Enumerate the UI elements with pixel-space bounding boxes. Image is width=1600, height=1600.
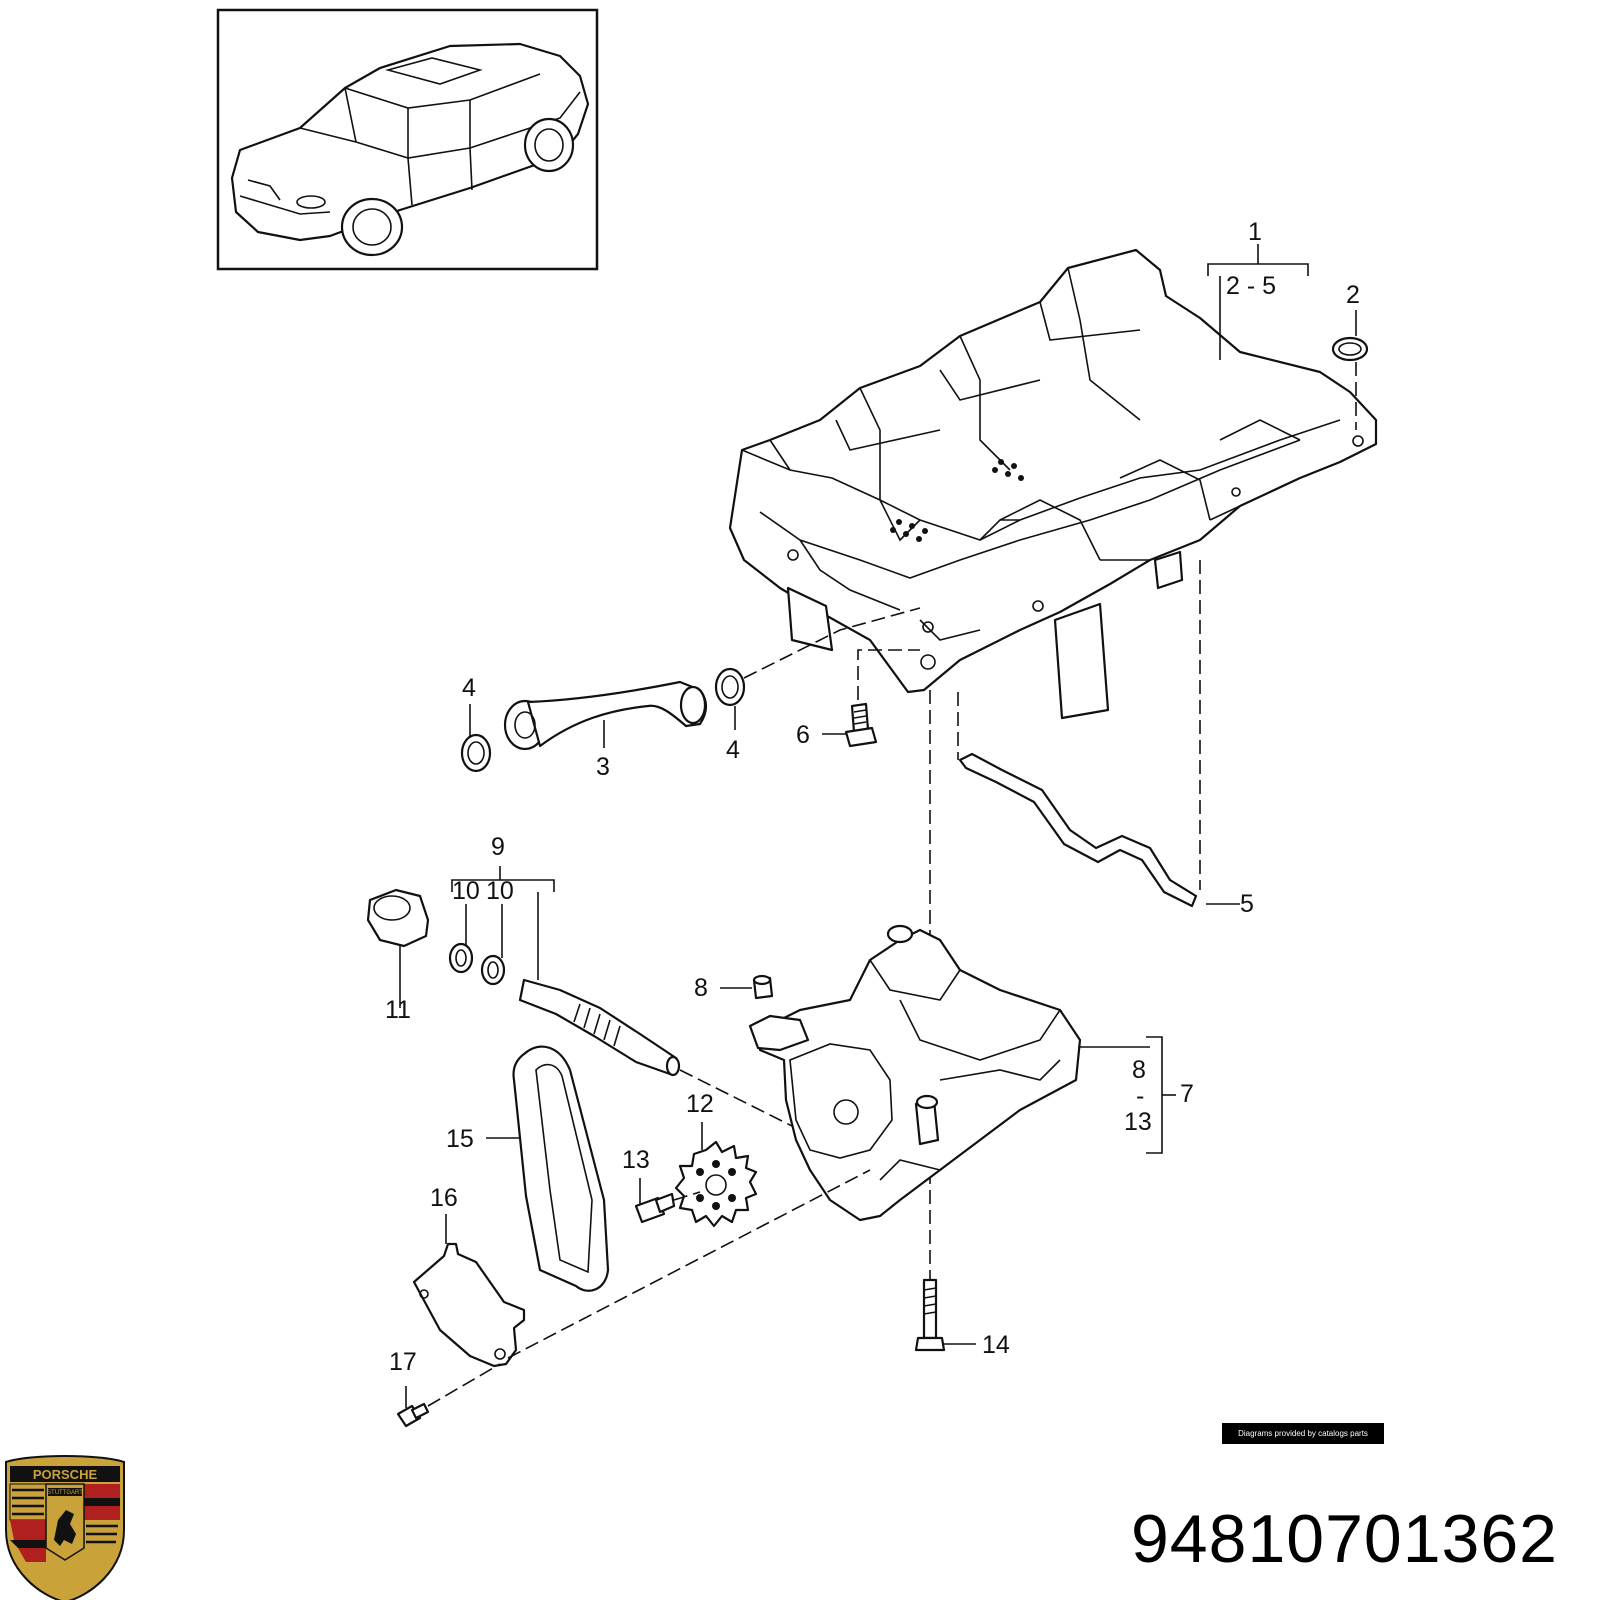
callout-2-5: 2 - 5: [1226, 272, 1276, 300]
callout-14: 14: [982, 1331, 1010, 1359]
callout-8-left: 8: [694, 974, 708, 1002]
bolt-part-13: [634, 1191, 701, 1224]
callout-10-right: 10: [486, 877, 514, 905]
pipe-part-3: [460, 607, 921, 773]
callout-3: 3: [596, 753, 610, 781]
bedplate-part-1: [728, 248, 1378, 720]
callout-range-dash: -: [1136, 1082, 1144, 1110]
callout-13-left: 13: [622, 1146, 650, 1174]
bolt-part-6: [844, 649, 920, 748]
shaft-part-9: [366, 888, 801, 1131]
callout-5: 5: [1240, 890, 1254, 918]
seal-ring-part-2: [1331, 336, 1369, 430]
bolt-part-17: [396, 1169, 871, 1428]
vehicle-thumbnail: [216, 8, 599, 271]
callout-8-right: 8: [1132, 1056, 1146, 1084]
cover-plate-part-16: [412, 1242, 526, 1368]
sprocket-part-12: [674, 1140, 758, 1228]
callout-2: 2: [1346, 281, 1360, 309]
car-illustration: [230, 42, 590, 257]
callout-12: 12: [686, 1090, 714, 1118]
callout-9: 9: [491, 833, 505, 861]
leader-lines: [399, 244, 1357, 1408]
part-number: 94810701362: [1130, 1501, 1558, 1577]
callout-15: 15: [446, 1125, 474, 1153]
pin-part-8: [752, 974, 774, 1000]
logo-brand-text: PORSCHE: [33, 1467, 98, 1482]
callout-7: 7: [1180, 1080, 1194, 1108]
callout-16: 16: [430, 1184, 458, 1212]
callout-1: 1: [1248, 218, 1262, 246]
callout-13-right: 13: [1124, 1108, 1152, 1136]
logo-city-text: STUTTGART: [47, 1490, 83, 1496]
callout-11: 11: [385, 996, 411, 1024]
callout-4-right: 4: [726, 736, 740, 764]
gasket-part-5: [957, 560, 1201, 908]
chain-part-15: [512, 1045, 610, 1292]
callout-17: 17: [389, 1348, 417, 1376]
callout-labels: 1 2 - 5 2 4 4 3 6 5 9 10 10 11 8 8 - 13 …: [385, 218, 1360, 1376]
diagram-credit-label: Diagrams provided by catalogs parts: [1222, 1423, 1384, 1444]
callout-6: 6: [796, 721, 810, 749]
bolt-part-14: [914, 1278, 946, 1352]
callout-10-left: 10: [452, 877, 480, 905]
porsche-crest-logo: PORSCHE STUTTGART: [5, 1455, 125, 1600]
callout-4-left: 4: [462, 674, 476, 702]
oil-pump-part-7: [748, 924, 1082, 1222]
